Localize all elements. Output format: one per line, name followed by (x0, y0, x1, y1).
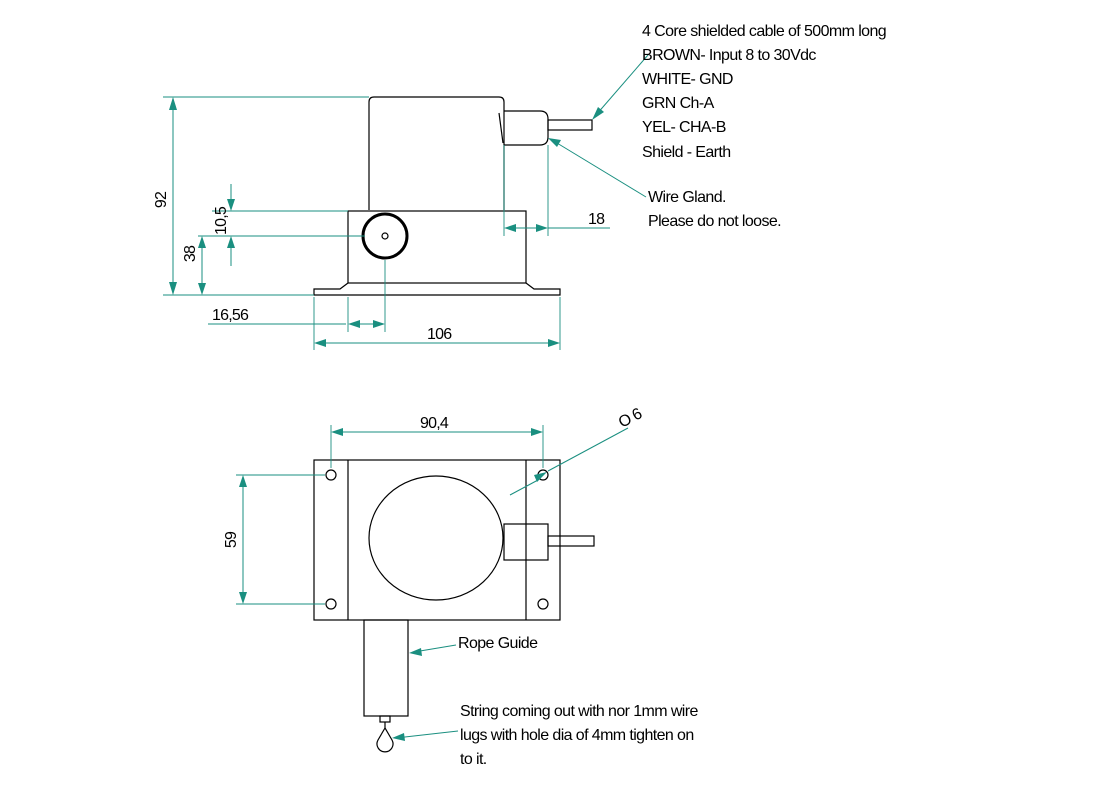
rope-guide-label: Rope Guide (458, 635, 538, 652)
cable-note-line-2: BROWN- Input 8 to 30Vdc (642, 47, 816, 64)
string-note-line-3: to it. (460, 751, 487, 768)
dim-92: 92 (153, 191, 170, 208)
wire-lug (376, 726, 394, 753)
top-cable-stub (547, 535, 595, 547)
drum-cover (368, 475, 504, 601)
top-housing (313, 459, 561, 621)
gland-note: Wire Gland. Please do not loose. (648, 189, 782, 230)
string-note-line-1: String coming out with nor 1mm wire (460, 703, 698, 720)
rope-exit (379, 715, 391, 723)
gland-note-line-2: Please do not loose. (648, 213, 781, 230)
side-view-dimensions: 92 38 10,5 18 16,56 (153, 54, 649, 350)
mount-hole-bottom-left (325, 598, 337, 610)
rope-guide (363, 619, 409, 717)
cable-note-line-3: WHITE- GND (642, 71, 733, 88)
mount-hole-bottom-right (537, 598, 549, 610)
dim-106: 106 (427, 326, 452, 343)
cable-note: 4 Core shielded cable of 500mm long BROW… (642, 23, 887, 161)
dim-hole-dia: O 6 (616, 405, 645, 431)
cable-note-line-6: Shield - Earth (642, 144, 731, 161)
string-note-line-2: lugs with hole dia of 4mm tighten on (460, 727, 694, 744)
shaft-inner (381, 232, 389, 240)
mount-hole-top-left (325, 469, 337, 481)
dim-59: 59 (223, 531, 240, 548)
housing-block (347, 210, 527, 284)
top-view (313, 459, 595, 753)
shaft-outer (361, 212, 409, 260)
cable-note-line-4: GRN Ch-A (642, 95, 715, 112)
dim-16-56: 16,56 (212, 307, 249, 324)
gland-note-line-1: Wire Gland. (648, 189, 726, 206)
side-view (313, 96, 593, 296)
dim-38: 38 (182, 245, 199, 262)
cable-note-line-5: YEL- CHA-B (642, 119, 726, 136)
cable-note-line-1: 4 Core shielded cable of 500mm long (642, 23, 886, 40)
encoder-body (368, 96, 505, 210)
base-flange (313, 282, 561, 296)
cable-gland (504, 110, 549, 146)
cable-stub (547, 119, 593, 131)
dim-10-5: 10,5 (213, 206, 230, 235)
dim-18: 18 (588, 211, 605, 228)
dim-90-4: 90,4 (420, 415, 449, 432)
top-view-dimensions: 90,4 59 O 6 (223, 405, 645, 741)
string-note: String coming out with nor 1mm wire lugs… (460, 703, 699, 768)
